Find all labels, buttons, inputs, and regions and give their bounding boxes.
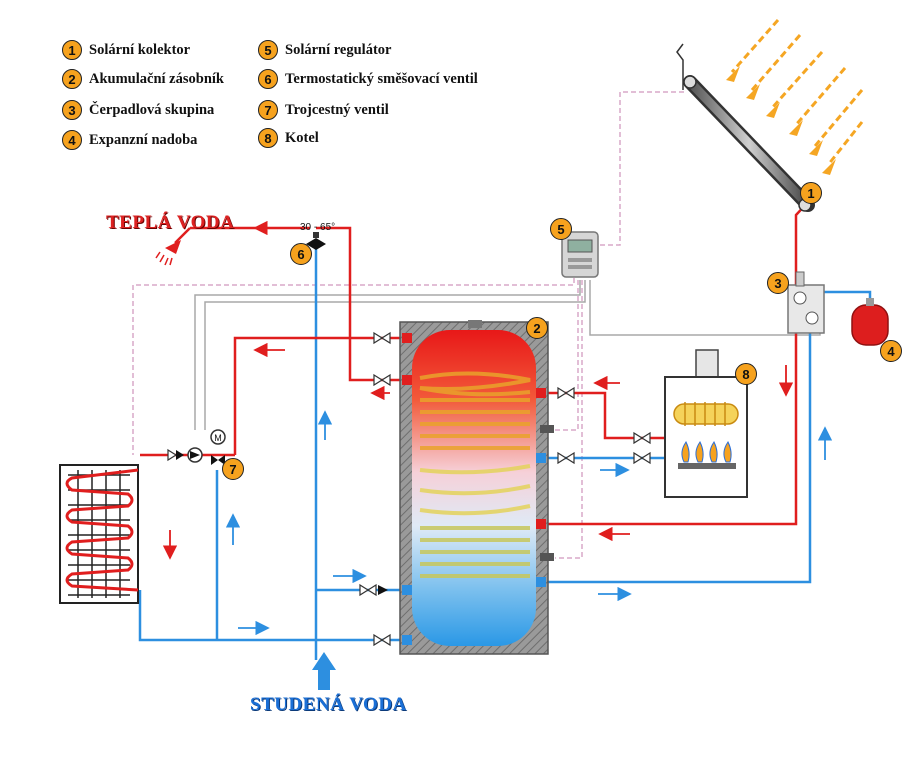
cold-inlet-arrow	[312, 652, 336, 690]
flow-arrows-hot	[162, 220, 794, 560]
shower-icon	[155, 227, 191, 266]
legend-item-5: 5 Solární regulátor	[258, 40, 391, 60]
flow-arrows-cold	[225, 410, 833, 636]
expansion-vessel	[851, 298, 889, 346]
legend-number-badge: 7	[258, 100, 278, 120]
marker-mixer-valve: 6	[290, 243, 312, 265]
legend-label: Solární regulátor	[285, 41, 392, 58]
legend-number-badge: 5	[258, 40, 278, 60]
mixer-range-label: 30 - 65°	[300, 222, 336, 233]
legend-label: Termostatický směšovací ventil	[285, 70, 478, 87]
pump-icon	[187, 447, 203, 463]
legend-item-8: 8 Kotel	[258, 128, 319, 148]
legend-label: Expanzní nadoba	[89, 131, 198, 148]
tank-fittings	[402, 333, 554, 645]
legend-number-badge: 3	[62, 100, 82, 120]
sun-ray-heads	[726, 66, 836, 175]
mixer-valve-icon	[306, 232, 326, 250]
legend-number-badge: 1	[62, 40, 82, 60]
floor-heating-panel	[59, 464, 139, 604]
solar-regulator	[561, 231, 599, 278]
marker-storage-tank: 2	[526, 317, 548, 339]
cold-water-label: STUDENÁ VODA	[250, 694, 407, 715]
boiler	[664, 349, 748, 498]
legend-number-badge: 2	[62, 69, 82, 89]
legend-item-2: 2 Akumulační zásobník	[62, 69, 224, 89]
legend-number-badge: 4	[62, 130, 82, 150]
solar-collector	[676, 43, 815, 212]
hot-water-label: TEPLÁ VODA	[106, 212, 235, 233]
legend-label: Trojcestný ventil	[285, 101, 389, 118]
valve-icon	[167, 331, 651, 647]
legend-item-7: 7 Trojcestný ventil	[258, 100, 389, 120]
pump-group	[787, 271, 825, 334]
marker-solar-collector: 1	[800, 182, 822, 204]
legend-item-6: 6 Termostatický směšovací ventil	[258, 69, 478, 89]
legend-number-badge: 6	[258, 69, 278, 89]
marker-three-way-valve: 7	[222, 458, 244, 480]
marker-expansion-vessel: 4	[880, 340, 902, 362]
storage-tank	[399, 320, 549, 655]
legend-label: Akumulační zásobník	[89, 70, 224, 87]
marker-boiler: 8	[735, 363, 757, 385]
legend-item-1: 1 Solární kolektor	[62, 40, 190, 60]
legend-label: Čerpadlová skupina	[89, 101, 215, 118]
legend-item-3: 3 Čerpadlová skupina	[62, 100, 214, 120]
motor-icon: M	[210, 429, 226, 465]
marker-pump-group: 3	[767, 272, 789, 294]
legend-label: Kotel	[285, 129, 319, 146]
legend-label: Solární kolektor	[89, 41, 191, 58]
legend-number-badge: 8	[258, 128, 278, 148]
marker-solar-regulator: 5	[550, 218, 572, 240]
svg-text:M: M	[214, 433, 222, 443]
sun-rays	[730, 19, 864, 166]
check-valve-icon	[176, 450, 388, 595]
legend-item-4: 4 Expanzní nadoba	[62, 130, 197, 150]
